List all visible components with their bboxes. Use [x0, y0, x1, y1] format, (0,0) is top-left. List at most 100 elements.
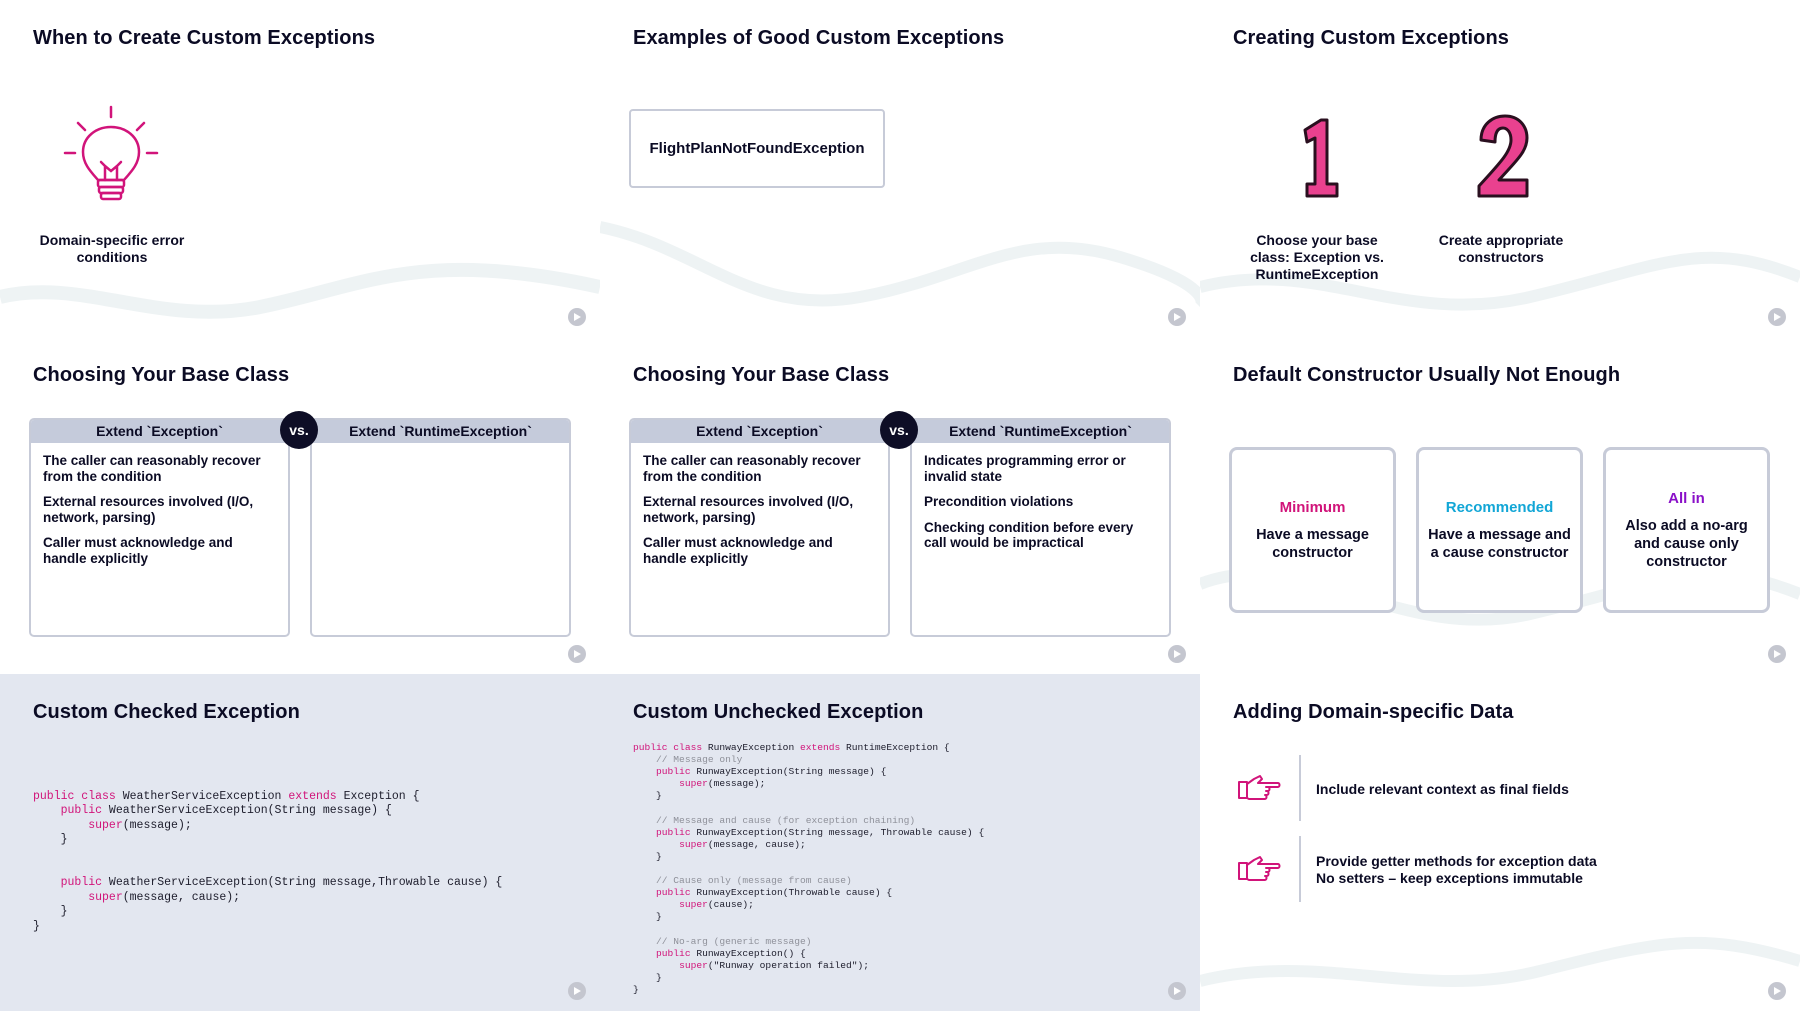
code-line: super(cause); — [633, 899, 984, 911]
card-item: The caller can reasonably recover from t… — [643, 453, 861, 484]
card-header: Extend `Exception` — [631, 420, 888, 443]
code-token: WeatherServiceException — [122, 790, 289, 803]
code-token: (message); — [707, 778, 766, 790]
code-token — [33, 891, 88, 904]
code-token: RunwayException() { — [696, 947, 806, 959]
code-line: super("Runway operation failed"); — [633, 960, 984, 972]
domain-point-1: Include relevant context as final fields — [1316, 781, 1569, 797]
slide-examples: Examples of Good Custom Exceptions Fligh… — [600, 0, 1200, 337]
play-icon — [574, 987, 581, 995]
number-one-icon — [1303, 118, 1339, 198]
play-icon — [1174, 650, 1181, 658]
code-line — [33, 848, 502, 862]
constructor-option-all-in: All in Also add a no-arg and cause only … — [1603, 447, 1770, 613]
card-item: External resources involved (I/O, networ… — [43, 494, 254, 525]
code-token: extends — [288, 790, 344, 803]
play-button[interactable] — [1168, 308, 1186, 326]
play-button[interactable] — [1768, 982, 1786, 1000]
code-line: } — [33, 833, 502, 847]
code-token: super — [679, 899, 708, 911]
play-icon — [1174, 313, 1181, 321]
code-token: // No-arg (generic message) — [656, 935, 812, 947]
code-token: } — [633, 971, 662, 983]
code-line: super(message, cause); — [33, 891, 502, 905]
code-line: } — [633, 851, 984, 863]
code-line: public RunwayException() { — [633, 948, 984, 960]
play-button[interactable] — [568, 308, 586, 326]
code-line — [633, 863, 984, 875]
code-token: RuntimeException { — [846, 742, 950, 753]
card-item: External resources involved (I/O, networ… — [643, 494, 854, 525]
code-token: public — [656, 826, 697, 838]
code-token: Exception { — [343, 790, 420, 803]
code-line: public RunwayException(String message, T… — [633, 827, 984, 839]
code-line: public WeatherServiceException(String me… — [33, 876, 503, 890]
play-button[interactable] — [1168, 645, 1186, 663]
code-token — [633, 766, 656, 777]
code-token — [633, 827, 656, 838]
slide-title: Adding Domain-specific Data — [1233, 701, 1514, 723]
slide-title: When to Create Custom Exceptions — [33, 27, 376, 49]
option-description: Have a message and a cause constructor — [1428, 526, 1571, 561]
code-token: ("Runway operation failed"); — [707, 959, 870, 971]
code-line: // No-arg (generic message) — [633, 936, 984, 948]
exception-card: Extend `Exception` The caller can reason… — [629, 418, 890, 637]
play-button[interactable] — [1168, 982, 1186, 1000]
code-line: public RunwayException(Throwable cause) … — [633, 887, 984, 899]
divider — [1299, 755, 1301, 821]
code-token: public — [656, 887, 697, 899]
constructor-option-recommended: Recommended Have a message and a cause c… — [1416, 447, 1583, 613]
lightbulb-icon — [63, 105, 159, 201]
code-line: public RunwayException(String message) { — [633, 766, 984, 778]
pointing-hand-icon — [1238, 856, 1281, 881]
step-2-label: Create appropriate constructors — [1438, 232, 1564, 265]
play-button[interactable] — [568, 645, 586, 663]
code-line: public class WeatherServiceException ext… — [33, 790, 502, 804]
slide-title: Default Constructor Usually Not Enough — [1233, 364, 1621, 386]
play-icon — [1174, 987, 1181, 995]
play-button[interactable] — [568, 982, 586, 1000]
code-line: public class RunwayException extends Run… — [633, 742, 984, 754]
slide-custom-unchecked: Custom Unchecked Exception — [600, 674, 1200, 1011]
code-line: super(message, cause); — [633, 839, 984, 851]
code-token: RunwayException(String message) { — [696, 766, 887, 778]
slide-title: Examples of Good Custom Exceptions — [633, 27, 1005, 49]
play-icon — [574, 650, 581, 658]
code-token — [633, 815, 656, 826]
option-level: Recommended — [1445, 498, 1554, 516]
code-token — [633, 936, 656, 947]
code-line — [633, 802, 984, 814]
code-token — [33, 804, 61, 817]
card-item: Indicates programming error or invalid s… — [924, 453, 1126, 484]
code-token — [633, 960, 679, 971]
code-token: (message, cause); — [707, 838, 806, 850]
play-icon — [1774, 987, 1781, 995]
code-token: } — [633, 850, 662, 862]
code-line — [33, 862, 502, 876]
code-token: RunwayException(String message, Throwabl… — [696, 826, 985, 838]
play-button[interactable] — [1768, 308, 1786, 326]
code-token: WeatherServiceException(String message) … — [108, 804, 392, 818]
code-line: } — [633, 790, 984, 802]
code-line: // Message only — [633, 754, 984, 766]
code-token: public class — [633, 742, 708, 753]
code-line: } — [633, 972, 984, 984]
code-token: (cause); — [707, 899, 754, 911]
slide-title: Custom Checked Exception — [33, 701, 300, 723]
code-token: RunwayException — [707, 742, 800, 753]
play-button[interactable] — [1768, 645, 1786, 663]
unchecked-exception-code: public class RunwayException extends Run… — [633, 742, 984, 996]
code-token — [33, 876, 61, 889]
card-item: The caller can reasonably recover from t… — [43, 453, 261, 484]
code-line: } — [633, 911, 984, 923]
card-header: Extend `RuntimeException` — [312, 420, 569, 443]
code-line: } — [633, 984, 984, 996]
vs-badge: vs. — [880, 411, 918, 449]
card-item: Caller must acknowledge and handle expli… — [643, 535, 833, 566]
code-token: public class — [33, 790, 123, 803]
code-token: super — [679, 838, 708, 850]
code-line: } — [33, 905, 502, 919]
code-token: // Message and cause (for exception chai… — [656, 814, 916, 826]
code-token: // Message only — [656, 754, 743, 766]
constructor-option-minimum: Minimum Have a message constructor — [1229, 447, 1396, 613]
